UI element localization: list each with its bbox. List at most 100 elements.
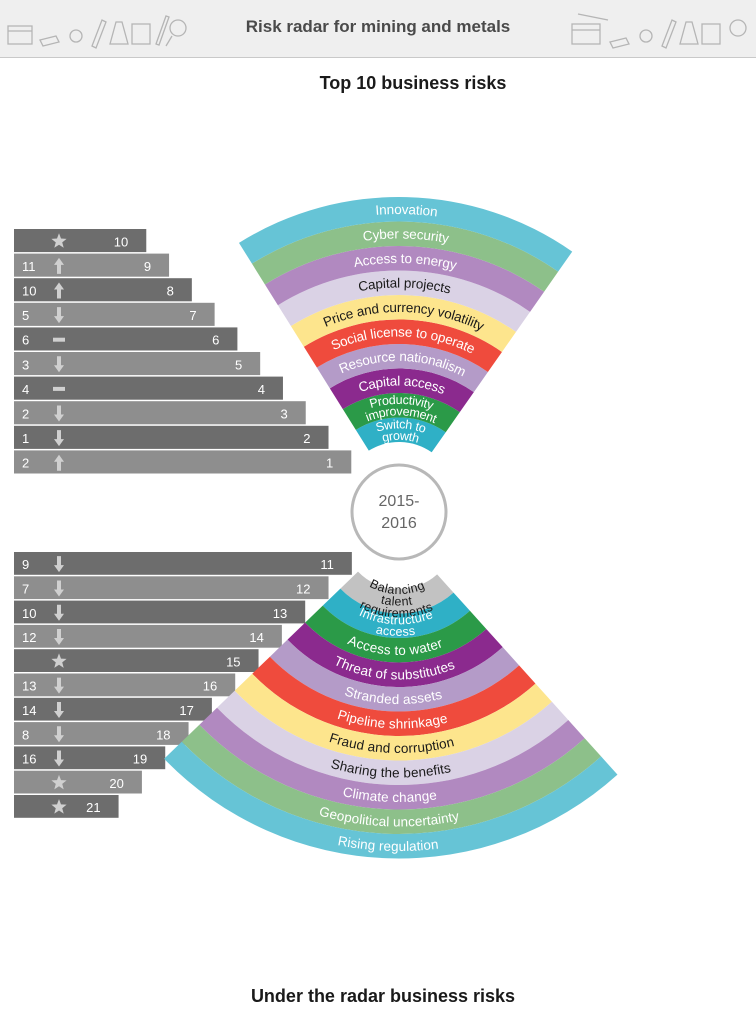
star-icon bbox=[51, 799, 67, 814]
previous-rank: 5 bbox=[22, 308, 29, 323]
previous-rank: 2 bbox=[22, 407, 29, 422]
star-icon bbox=[51, 653, 67, 668]
center-year-line1: 2015- bbox=[379, 493, 420, 510]
risk-band-11 bbox=[340, 571, 454, 614]
risk-band-17 bbox=[234, 673, 552, 761]
rank-row: 10 bbox=[14, 229, 147, 253]
current-rank: 16 bbox=[203, 679, 217, 694]
risk-label: Switch to bbox=[374, 417, 428, 436]
arrow-down-icon bbox=[54, 701, 64, 718]
rank-row: 10 13 bbox=[14, 600, 306, 624]
current-rank: 18 bbox=[156, 727, 170, 742]
previous-rank: 4 bbox=[22, 382, 29, 397]
risk-band-6 bbox=[290, 295, 517, 352]
rank-row: 15 bbox=[14, 649, 259, 672]
current-rank: 6 bbox=[212, 333, 219, 348]
rank-row: 9 11 bbox=[14, 552, 352, 575]
center-year-line2: 2016 bbox=[381, 515, 417, 532]
risk-band-3 bbox=[329, 368, 474, 413]
current-rank: 12 bbox=[296, 581, 310, 596]
previous-rank: 14 bbox=[22, 703, 36, 718]
star-icon bbox=[51, 233, 67, 248]
arrow-up-icon bbox=[54, 257, 64, 274]
risk-band-15 bbox=[269, 639, 520, 712]
risk-band-12 bbox=[322, 588, 470, 638]
rank-row: 12 14 bbox=[14, 624, 282, 648]
bottom-risks-fan bbox=[164, 571, 618, 859]
risk-band-5 bbox=[303, 319, 502, 373]
previous-rank: 9 bbox=[22, 557, 29, 572]
top-risks-title: Top 10 business risks bbox=[319, 73, 507, 93]
rank-row: 21 bbox=[14, 795, 119, 818]
risk-label: talent bbox=[380, 593, 414, 609]
risk-band-18 bbox=[217, 690, 569, 785]
arrow-down-icon bbox=[54, 556, 64, 573]
arrow-down-icon bbox=[54, 629, 64, 646]
dash-icon bbox=[53, 337, 65, 342]
current-rank: 11 bbox=[320, 557, 334, 572]
risk-band-2 bbox=[342, 392, 460, 433]
previous-rank: 6 bbox=[22, 333, 29, 348]
current-rank: 5 bbox=[235, 357, 242, 372]
arrow-down-icon bbox=[54, 405, 64, 422]
risk-label: Cyber security bbox=[362, 226, 450, 246]
star-icon bbox=[51, 774, 67, 790]
risk-band-20 bbox=[181, 724, 602, 834]
previous-rank: 1 bbox=[22, 431, 29, 446]
risk-band-7 bbox=[277, 270, 531, 332]
bottom-risks-title: Under the radar business risks bbox=[250, 986, 516, 1006]
risk-label: growth bbox=[381, 429, 421, 446]
rank-row: 10 8 bbox=[14, 278, 192, 302]
stationery-doodle-icon bbox=[571, 13, 747, 49]
previous-rank: 10 bbox=[22, 606, 36, 621]
current-rank: 8 bbox=[167, 284, 174, 299]
previous-rank: 7 bbox=[22, 581, 29, 596]
stationery-doodle-icon bbox=[7, 15, 187, 49]
arrow-down-icon bbox=[54, 307, 64, 324]
risk-band-4 bbox=[316, 344, 488, 393]
current-rank: 15 bbox=[226, 654, 240, 669]
rank-row: 7 12 bbox=[14, 576, 329, 600]
previous-rank: 8 bbox=[22, 727, 29, 742]
dash-icon bbox=[53, 386, 65, 391]
arrow-up-icon bbox=[54, 454, 64, 471]
current-rank: 1 bbox=[326, 456, 333, 471]
current-rank: 10 bbox=[114, 234, 128, 249]
risk-label: access bbox=[375, 622, 416, 638]
risk-label: Innovation bbox=[375, 202, 439, 220]
header-banner: Risk radar for mining and metals bbox=[0, 0, 756, 58]
arrow-down-icon bbox=[54, 430, 64, 447]
previous-rank: 10 bbox=[22, 284, 36, 299]
arrow-up-icon bbox=[54, 282, 64, 299]
center-year-badge: 2015- 2016 bbox=[350, 463, 448, 561]
risk-band-19 bbox=[199, 707, 585, 810]
current-rank: 7 bbox=[189, 308, 196, 323]
previous-rank: 12 bbox=[22, 630, 36, 645]
current-rank: 20 bbox=[109, 776, 123, 791]
arrow-down-icon bbox=[54, 604, 64, 621]
previous-rank: 13 bbox=[22, 679, 36, 694]
risk-band-21 bbox=[164, 741, 618, 859]
risk-band-16 bbox=[252, 656, 536, 736]
current-rank: 3 bbox=[281, 407, 288, 422]
risk-band-13 bbox=[305, 605, 487, 663]
previous-rank: 11 bbox=[22, 259, 36, 274]
current-rank: 4 bbox=[258, 382, 265, 397]
current-rank: 2 bbox=[303, 431, 310, 446]
rank-row: 8 18 bbox=[14, 722, 189, 745]
header-title: Risk radar for mining and metals bbox=[245, 17, 511, 36]
current-rank: 14 bbox=[249, 630, 263, 645]
rank-row: 20 bbox=[14, 770, 142, 794]
current-rank: 13 bbox=[273, 606, 287, 621]
arrow-down-icon bbox=[54, 356, 64, 373]
rank-row: 13 16 bbox=[14, 673, 236, 697]
